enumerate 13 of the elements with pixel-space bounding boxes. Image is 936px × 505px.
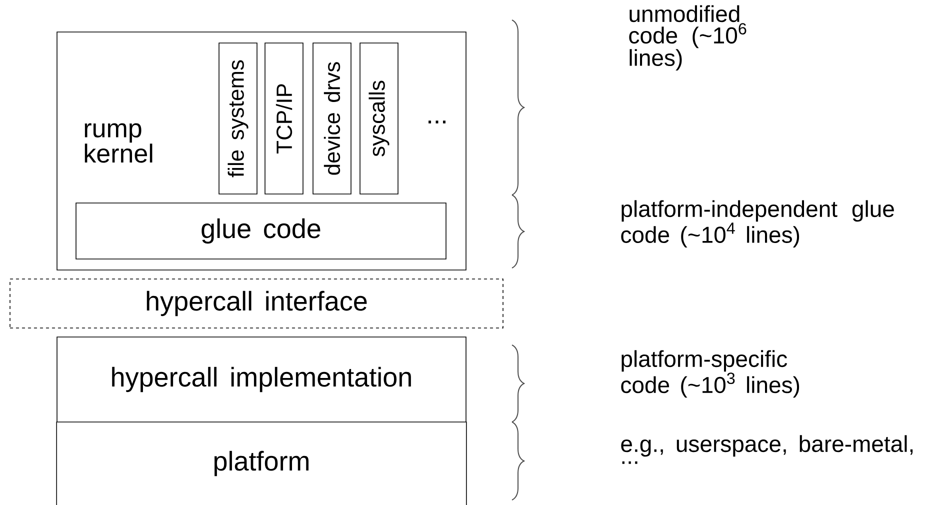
interface-box: hypercall interface — [10, 278, 504, 328]
layer-box: platform — [56, 421, 467, 505]
component-box: TCP/IP — [264, 42, 304, 194]
component-box: syscalls — [360, 42, 398, 194]
component-box: device drvs — [312, 42, 352, 194]
ellipsis: ... — [428, 120, 446, 124]
layer-box: glue code — [76, 202, 446, 260]
annotation-text: platform-independent glue code (~10$^{4}$ lines) — [621, 200, 894, 248]
layer-box: hypercall implementation — [56, 336, 466, 422]
annotation-text: e.g., userspace, bare-metal, ... — [621, 435, 913, 464]
annotation-text: platform-specific code (~10$^{3}$ lines) — [621, 350, 800, 398]
annotation-text: unmodified code (~10$^{6}$ lines) — [629, 5, 746, 71]
component-box: file systems — [218, 42, 258, 194]
